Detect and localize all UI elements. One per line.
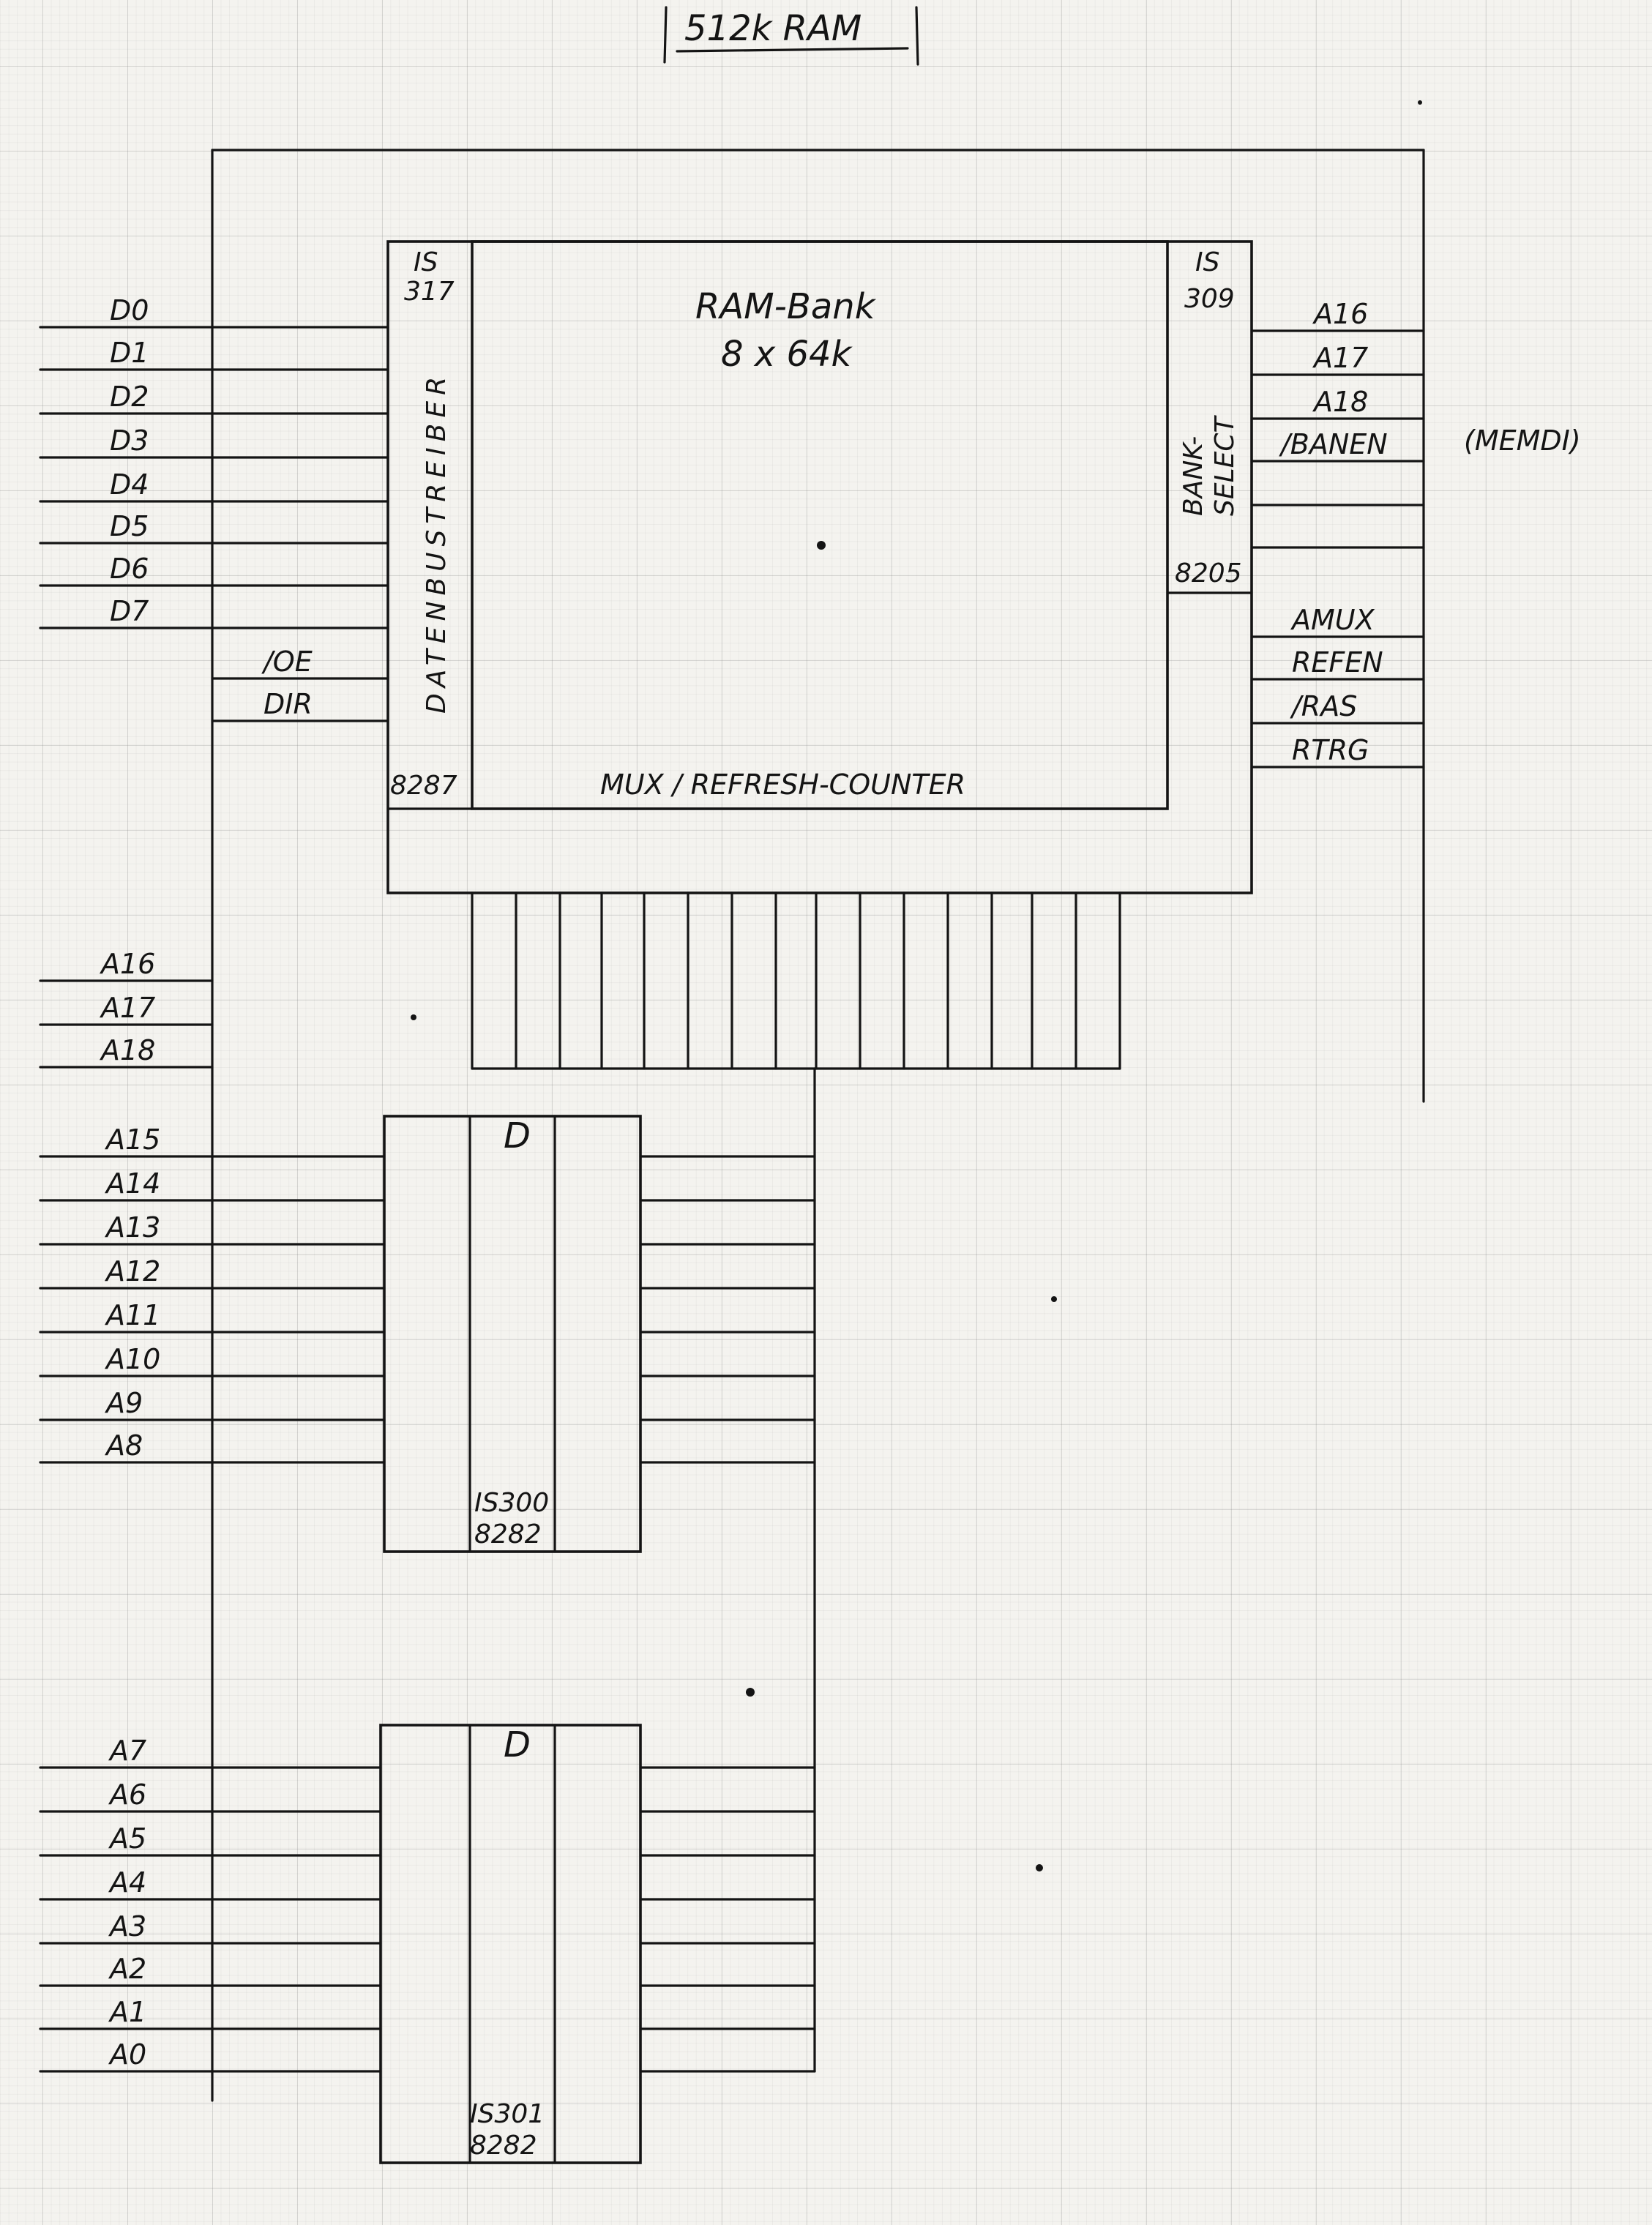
bank-input-label: A17 bbox=[1312, 342, 1368, 374]
memdi-note: (MEMDI) bbox=[1464, 425, 1581, 457]
latch-low-input-label: A7 bbox=[108, 1735, 146, 1767]
bank-select: IS 309 BANK- SELECT 8205 bbox=[1175, 247, 1242, 588]
latch-high-input-label: A13 bbox=[104, 1211, 160, 1244]
databus-driver-id: IS bbox=[414, 247, 438, 277]
databus-driver: IS 317 DATENBUSTREIBER 8287 bbox=[390, 247, 457, 801]
driver-control-lines: /OE DIR bbox=[211, 646, 389, 722]
latch-high-input-label: A9 bbox=[104, 1387, 143, 1419]
ram-bank-block: RAM-Bank 8 x 64k MUX / REFRESH-COUNTER bbox=[386, 240, 1253, 894]
upper-address-lines: A16 A17 A18 bbox=[39, 948, 214, 1069]
ink-dot bbox=[817, 541, 826, 550]
bank-select-name-2: SELECT bbox=[1210, 414, 1240, 516]
bank-input-label: A16 bbox=[1312, 298, 1368, 330]
latch-is301: D IS301 8282 A7 A6 A5 A4 A3 A2 A1 A0 bbox=[39, 1724, 816, 2164]
ram-bank-title: RAM-Bank bbox=[695, 286, 877, 327]
databus-driver-name: DATENBUSTREIBER bbox=[422, 371, 452, 714]
control-output-label: AMUX bbox=[1290, 604, 1375, 636]
latch-low-input-label: A5 bbox=[108, 1822, 146, 1855]
latch-low-input-label: A6 bbox=[108, 1779, 146, 1811]
ink-specks bbox=[411, 100, 1422, 1871]
databus-driver-part: 8287 bbox=[390, 771, 457, 801]
upper-address-label: A18 bbox=[99, 1034, 155, 1066]
ram-bank-size: 8 x 64k bbox=[721, 334, 853, 375]
control-output-label: RTRG bbox=[1292, 734, 1369, 766]
latch-high-id: IS300 bbox=[474, 1488, 549, 1518]
page-title: 512k RAM bbox=[684, 8, 861, 49]
data-line-label: D1 bbox=[110, 337, 149, 369]
dir-label: DIR bbox=[264, 688, 313, 720]
data-line-label: D5 bbox=[110, 510, 149, 542]
latch-high-input-label: A10 bbox=[104, 1343, 160, 1375]
data-lines: D0 D1 D2 D3 D4 D5 D6 D7 bbox=[39, 294, 389, 629]
bank-select-id: IS bbox=[1195, 247, 1219, 277]
upper-address-label: A17 bbox=[99, 992, 155, 1024]
data-line-label: D0 bbox=[110, 294, 149, 326]
data-line-label: D4 bbox=[110, 468, 149, 501]
latch-low-input-label: A0 bbox=[108, 2038, 146, 2071]
latch-low-input-label: A1 bbox=[108, 1996, 146, 2028]
bank-input-label: A18 bbox=[1312, 386, 1368, 418]
upper-address-label: A16 bbox=[99, 948, 155, 980]
latch-high-symbol: D bbox=[504, 1115, 531, 1156]
bus-frame bbox=[211, 149, 1425, 2102]
latch-low-input-label: A2 bbox=[108, 1953, 146, 1985]
data-line-label: D3 bbox=[110, 425, 149, 457]
oe-label: /OE bbox=[261, 646, 313, 678]
control-output-label: /RAS bbox=[1290, 690, 1357, 722]
title-block: 512k RAM bbox=[663, 6, 919, 66]
latch-low-input-label: A3 bbox=[108, 1910, 146, 1942]
latch-low-input-label: A4 bbox=[108, 1866, 146, 1899]
databus-driver-number: 317 bbox=[404, 277, 455, 307]
address-bus-comb bbox=[471, 891, 1121, 2073]
latch-is300: D IS300 8282 A15 A14 A13 A12 A11 A10 A9 … bbox=[39, 1115, 816, 1553]
latch-high-input-label: A14 bbox=[104, 1167, 160, 1200]
bank-select-name-1: BANK- bbox=[1178, 436, 1208, 516]
data-line-label: D7 bbox=[110, 595, 149, 627]
latch-high-input-label: A12 bbox=[104, 1255, 160, 1287]
latch-high-input-label: A8 bbox=[104, 1429, 143, 1462]
bank-input-label: /BANEN bbox=[1279, 428, 1388, 460]
bank-select-lines: A16 A17 A18 /BANEN (MEMDI) bbox=[1250, 298, 1581, 549]
bank-select-number: 309 bbox=[1184, 284, 1235, 314]
control-output-lines: AMUX REFEN /RAS RTRG bbox=[1250, 604, 1425, 769]
latch-low-part: 8282 bbox=[470, 2131, 537, 2161]
data-line-label: D2 bbox=[110, 381, 149, 413]
data-line-label: D6 bbox=[110, 553, 149, 585]
mux-refresh-label: MUX / REFRESH-COUNTER bbox=[600, 769, 965, 801]
latch-low-symbol: D bbox=[504, 1724, 531, 1765]
control-output-label: REFEN bbox=[1292, 646, 1383, 678]
latch-low-id: IS301 bbox=[470, 2099, 545, 2129]
latch-high-input-label: A15 bbox=[104, 1123, 160, 1156]
latch-high-part: 8282 bbox=[474, 1519, 542, 1549]
bank-select-part: 8205 bbox=[1175, 558, 1242, 588]
latch-high-input-label: A11 bbox=[104, 1299, 160, 1331]
